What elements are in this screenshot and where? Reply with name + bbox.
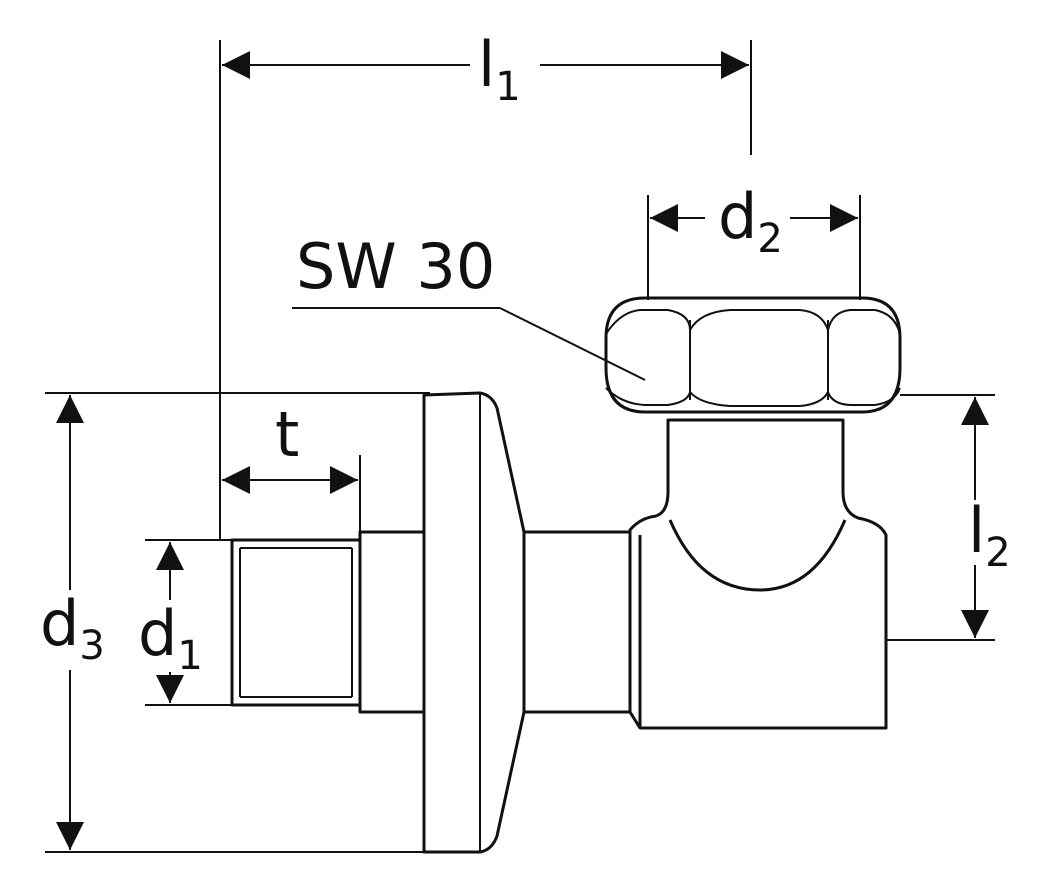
label-d1: d1	[138, 597, 203, 679]
neck	[522, 530, 632, 714]
dimension-lines	[56, 51, 989, 850]
collar	[358, 530, 426, 714]
dimension-labels: l1 d2 SW 30 t d3 d1 l2	[40, 28, 1011, 679]
label-t: t	[275, 398, 299, 471]
label-l1: l1	[478, 28, 521, 110]
label-d3: d3	[40, 587, 105, 669]
fitting-body	[230, 296, 995, 854]
label-l2: l2	[968, 494, 1011, 576]
hex-nut	[604, 296, 902, 414]
label-sw: SW 30	[296, 230, 495, 303]
extension-lines	[45, 40, 995, 853]
threaded-end	[230, 538, 362, 707]
label-d2: d2	[718, 180, 783, 262]
elbow-body	[628, 418, 888, 730]
flange	[422, 391, 526, 854]
